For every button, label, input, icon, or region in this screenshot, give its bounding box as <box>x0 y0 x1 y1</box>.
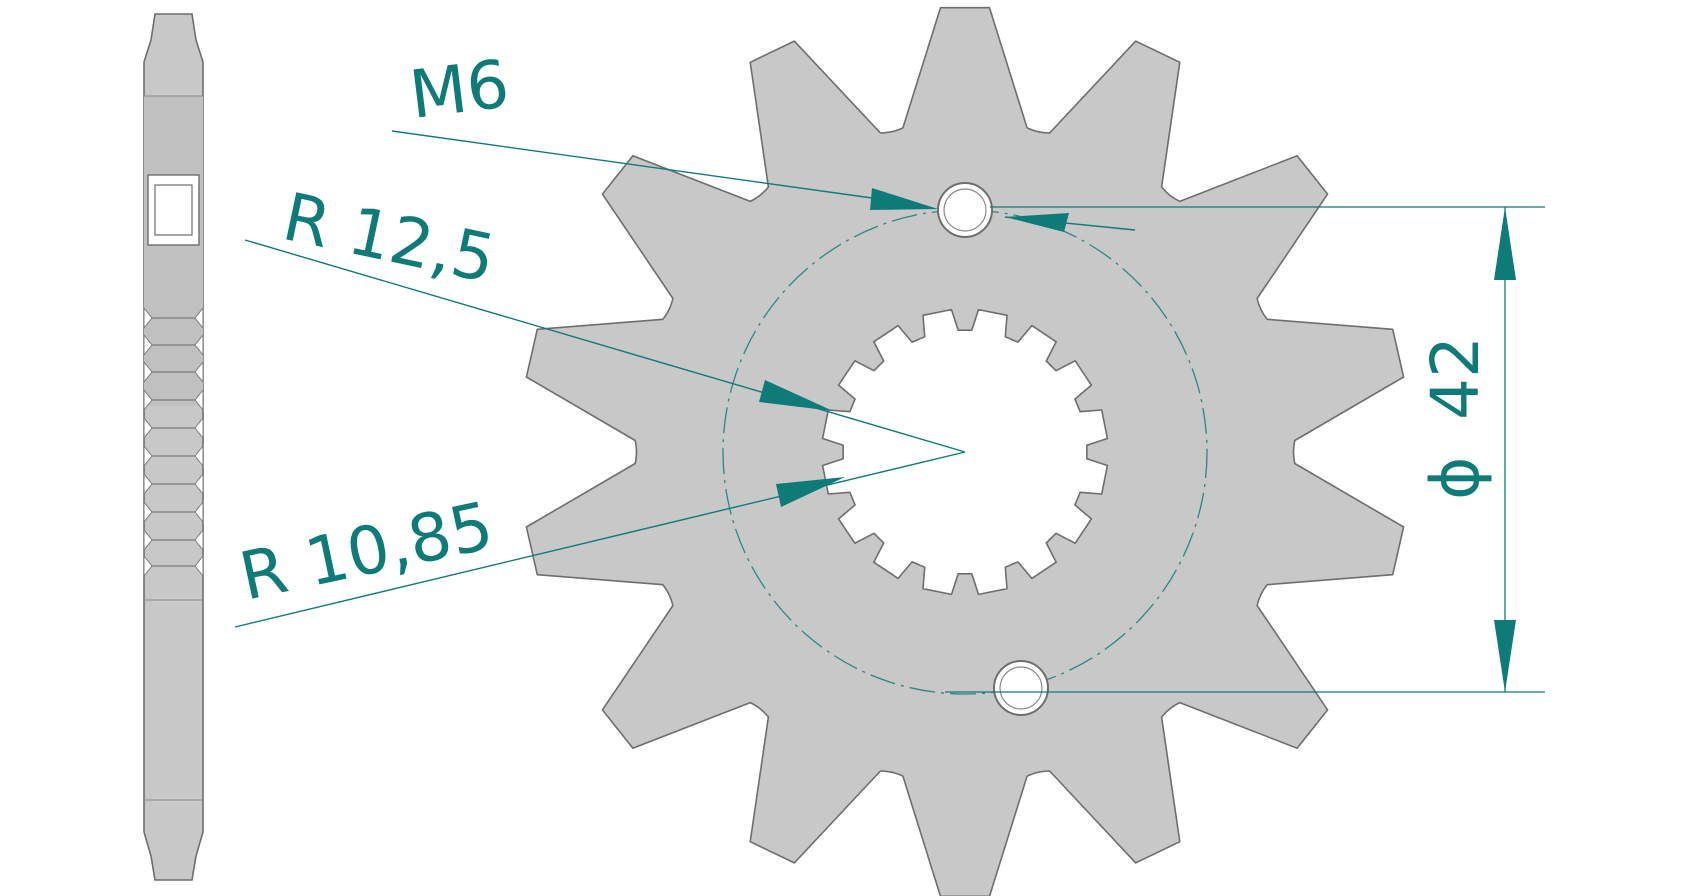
side-profile-hub-top <box>144 96 203 406</box>
thread-counter-line <box>1004 216 1136 231</box>
side-spline-notch <box>143 554 153 578</box>
side-spline-notch <box>194 472 204 496</box>
inner-spline-radius-label: R 10,85 <box>233 487 499 616</box>
inner-radius-leader-line <box>234 451 966 628</box>
side-spline-notch <box>143 528 153 552</box>
side-spline-notch <box>143 416 153 440</box>
thread-callout <box>391 130 1136 232</box>
side-profile-hole-inner <box>154 184 193 236</box>
side-spline-notch <box>143 333 153 357</box>
side-spline-notch <box>194 333 204 357</box>
side-spline-notch <box>143 500 153 524</box>
side-spline-notch <box>143 360 153 384</box>
side-spline-notch <box>143 472 153 496</box>
thread-label: M6 <box>406 45 514 133</box>
side-spline-notch <box>194 500 204 524</box>
side-spline-notch <box>194 416 204 440</box>
inner-spline-radius-callout <box>234 451 966 628</box>
thread-counter-arrow <box>1005 213 1069 232</box>
side-spline-notch <box>194 444 204 468</box>
side-spline-notch <box>194 360 204 384</box>
side-profile-view <box>143 13 204 881</box>
mounting-hole-top-thread <box>943 188 987 232</box>
side-spline-notch <box>143 444 153 468</box>
outer-radius-arrow <box>759 380 833 411</box>
mounting-hole-bottom <box>993 660 1049 716</box>
hole-circle-diameter-symbol: ϕ <box>1417 456 1494 500</box>
side-profile-spline <box>143 306 204 578</box>
hole-circle-diameter-value: 42 <box>1417 336 1494 420</box>
side-spline-notch <box>194 554 204 578</box>
side-spline-notch <box>194 388 204 412</box>
outer-radius-leader-line <box>244 239 966 453</box>
hole-circle-arrow-top <box>1494 207 1516 280</box>
outer-spline-radius-callout <box>244 239 966 453</box>
side-spline-notch <box>143 388 153 412</box>
outer-spline-radius-label: R 12,5 <box>277 178 502 298</box>
inner-radius-arrow <box>776 477 845 507</box>
hole-circle-dimension <box>945 206 1545 693</box>
thread-leader-line <box>391 130 873 199</box>
hole-circle-arrow-bottom <box>1494 620 1516 692</box>
mounting-hole-bottom-thread <box>999 666 1043 710</box>
side-spline-notch <box>143 306 153 330</box>
side-spline-notch <box>194 528 204 552</box>
thread-leader-arrow <box>870 188 938 210</box>
side-spline-notch <box>194 306 204 330</box>
mounting-hole-top <box>937 182 993 238</box>
